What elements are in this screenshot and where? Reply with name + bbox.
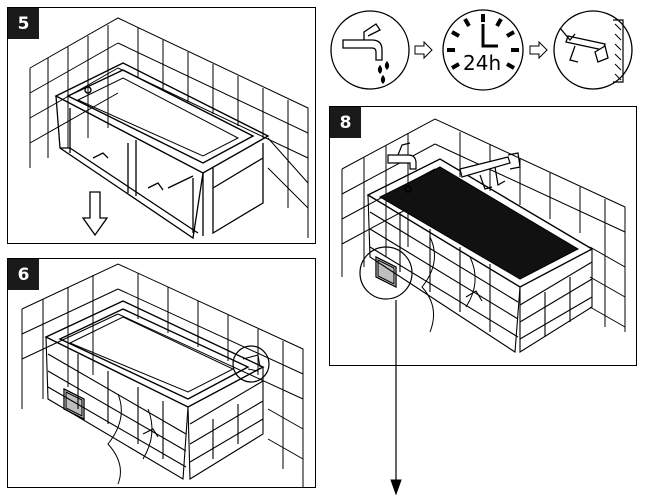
brick-enclosure [367, 194, 593, 353]
support-frame [55, 95, 264, 240]
tap-icon [330, 10, 410, 90]
step-5-badge: 5 [8, 8, 39, 39]
cure-time-label: 24h [463, 51, 502, 75]
step-8-panel: 8 [329, 106, 637, 366]
caulking-gun [459, 152, 521, 190]
wall-tiles [21, 263, 304, 487]
bathtub [366, 158, 594, 288]
clock-icon [442, 9, 524, 91]
bathtub [54, 62, 270, 174]
step-6-panel: 6 [7, 258, 316, 488]
detail-callout-circle [232, 345, 270, 383]
bath-frame-illustration [29, 17, 309, 240]
detail-callout-circle [359, 246, 413, 300]
wall-tiles [29, 17, 309, 238]
tap [387, 142, 417, 170]
step-6-badge: 6 [8, 259, 39, 290]
step-5-panel: 5 [7, 7, 316, 244]
bath-brick-enclosure-illustration [21, 263, 304, 487]
step-8-badge: 8 [330, 107, 361, 138]
brick-enclosure [45, 336, 264, 485]
caulking-gun-icon [553, 10, 633, 90]
sealing-illustration [341, 118, 626, 353]
